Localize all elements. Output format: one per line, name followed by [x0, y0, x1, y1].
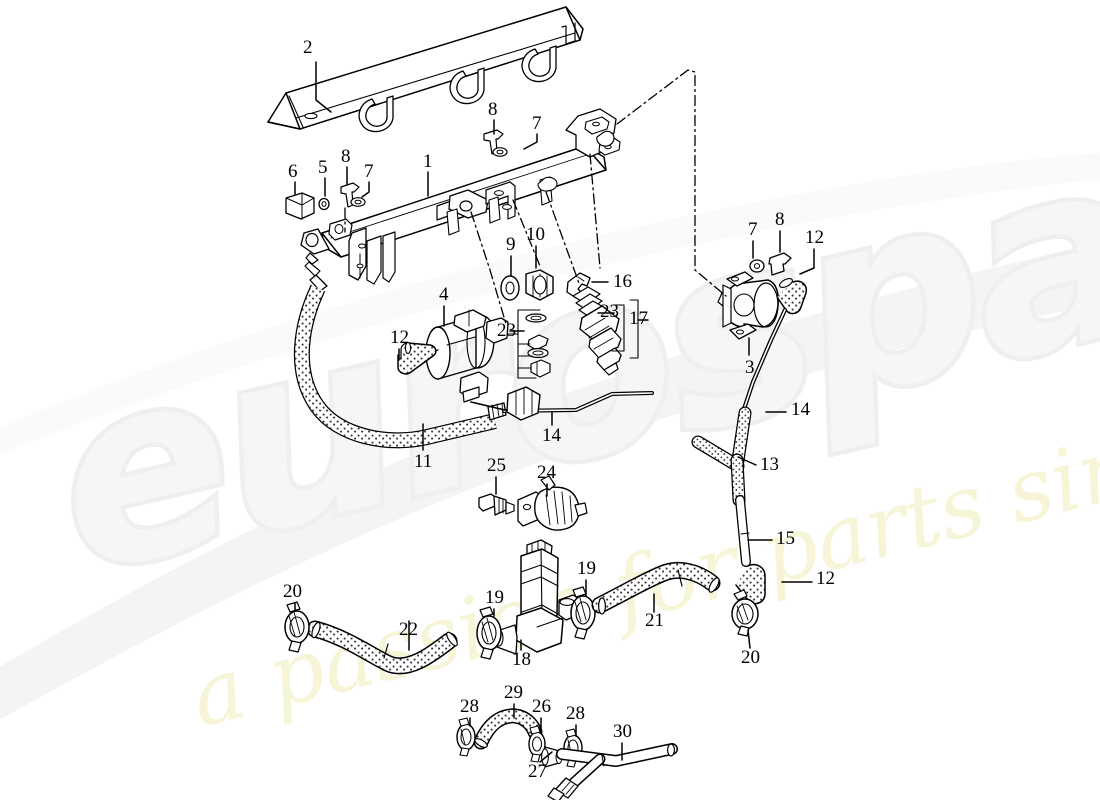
callout-14b: 14: [542, 425, 561, 446]
callout-26: 26: [532, 696, 551, 717]
callout-7a: 7: [532, 113, 542, 134]
part-15-hose: [735, 495, 751, 567]
callout-25: 25: [487, 455, 506, 476]
callout-6: 6: [288, 161, 298, 182]
callout-1: 1: [423, 151, 433, 172]
callout-4: 4: [439, 284, 449, 305]
callout-23a: 23: [497, 320, 516, 341]
part-22-hose: [306, 620, 458, 675]
callout-17: 17: [629, 308, 648, 329]
part-17-injector: [572, 286, 622, 376]
part-19-clamp-left: [476, 606, 502, 660]
callout-20b: 20: [741, 647, 760, 668]
callout-19b: 19: [485, 587, 504, 608]
callout-24: 24: [537, 462, 556, 483]
assembly-reference-lines: [344, 69, 727, 325]
part-30-fuel-pipe: [547, 743, 678, 800]
part-21-hose: [591, 561, 721, 615]
callout-18: 18: [512, 649, 531, 670]
callout-14a: 14: [791, 399, 810, 420]
callout-12b: 12: [390, 327, 409, 348]
part-18-fuel-pump: [494, 539, 582, 655]
part-28-clamp-left: [456, 717, 476, 757]
part-2-rail-cover: [267, 6, 584, 133]
callout-15: 15: [776, 528, 795, 549]
callout-27: 27: [528, 761, 547, 782]
callout-19a: 19: [577, 558, 596, 579]
callout-20a: 20: [283, 581, 302, 602]
callout-11: 11: [414, 451, 433, 472]
callout-12c: 12: [816, 568, 835, 589]
part-12-hose-elbow-right: [776, 277, 808, 315]
callout-22: 22: [399, 619, 418, 640]
part-14-fuel-line-left: [470, 386, 654, 421]
callout-23b: 23: [600, 301, 619, 322]
part-12-hose-elbow-left: [397, 341, 437, 375]
callout-12a: 12: [805, 227, 824, 248]
callout-9: 9: [506, 234, 516, 255]
callout-8c: 8: [775, 209, 785, 230]
part-25-sensor: [478, 493, 515, 516]
part-1-fuel-rail: [300, 108, 621, 285]
part-20-clamp-left: [284, 601, 310, 653]
callout-7c: 7: [748, 219, 758, 240]
part-27-union: [541, 746, 563, 768]
callout-2: 2: [303, 37, 313, 58]
callout-7b: 7: [364, 161, 374, 182]
part-19-clamp-right: [570, 586, 596, 640]
callout-16: 16: [613, 271, 632, 292]
callout-10: 10: [526, 224, 545, 245]
callout-3: 3: [745, 357, 755, 378]
callout-8a: 8: [488, 99, 498, 120]
callout-8b: 8: [341, 146, 351, 167]
callout-28a: 28: [460, 696, 479, 717]
parts-5-6-7-8-left: [285, 129, 508, 220]
callout-28b: 28: [566, 703, 585, 724]
callout-30: 30: [613, 721, 632, 742]
part-11-fuel-hose: [293, 252, 507, 449]
part-26-clamp: [528, 725, 546, 763]
part-23-seal-kit: [507, 299, 639, 379]
leader-lines: [294, 61, 815, 763]
part-20-clamp-right: [731, 589, 759, 637]
callout-13: 13: [760, 454, 779, 475]
part-24-pump-clamp: [517, 475, 588, 531]
callout-29: 29: [504, 682, 523, 703]
part-4-pressure-regulator: [415, 309, 509, 403]
parts-9-10: [500, 269, 554, 301]
part-16-clip: [566, 272, 591, 299]
part-14-fuel-line-right: [740, 307, 788, 415]
callout-21: 21: [645, 610, 664, 631]
part-13-t-piece: [691, 406, 752, 507]
callout-5: 5: [318, 157, 328, 178]
